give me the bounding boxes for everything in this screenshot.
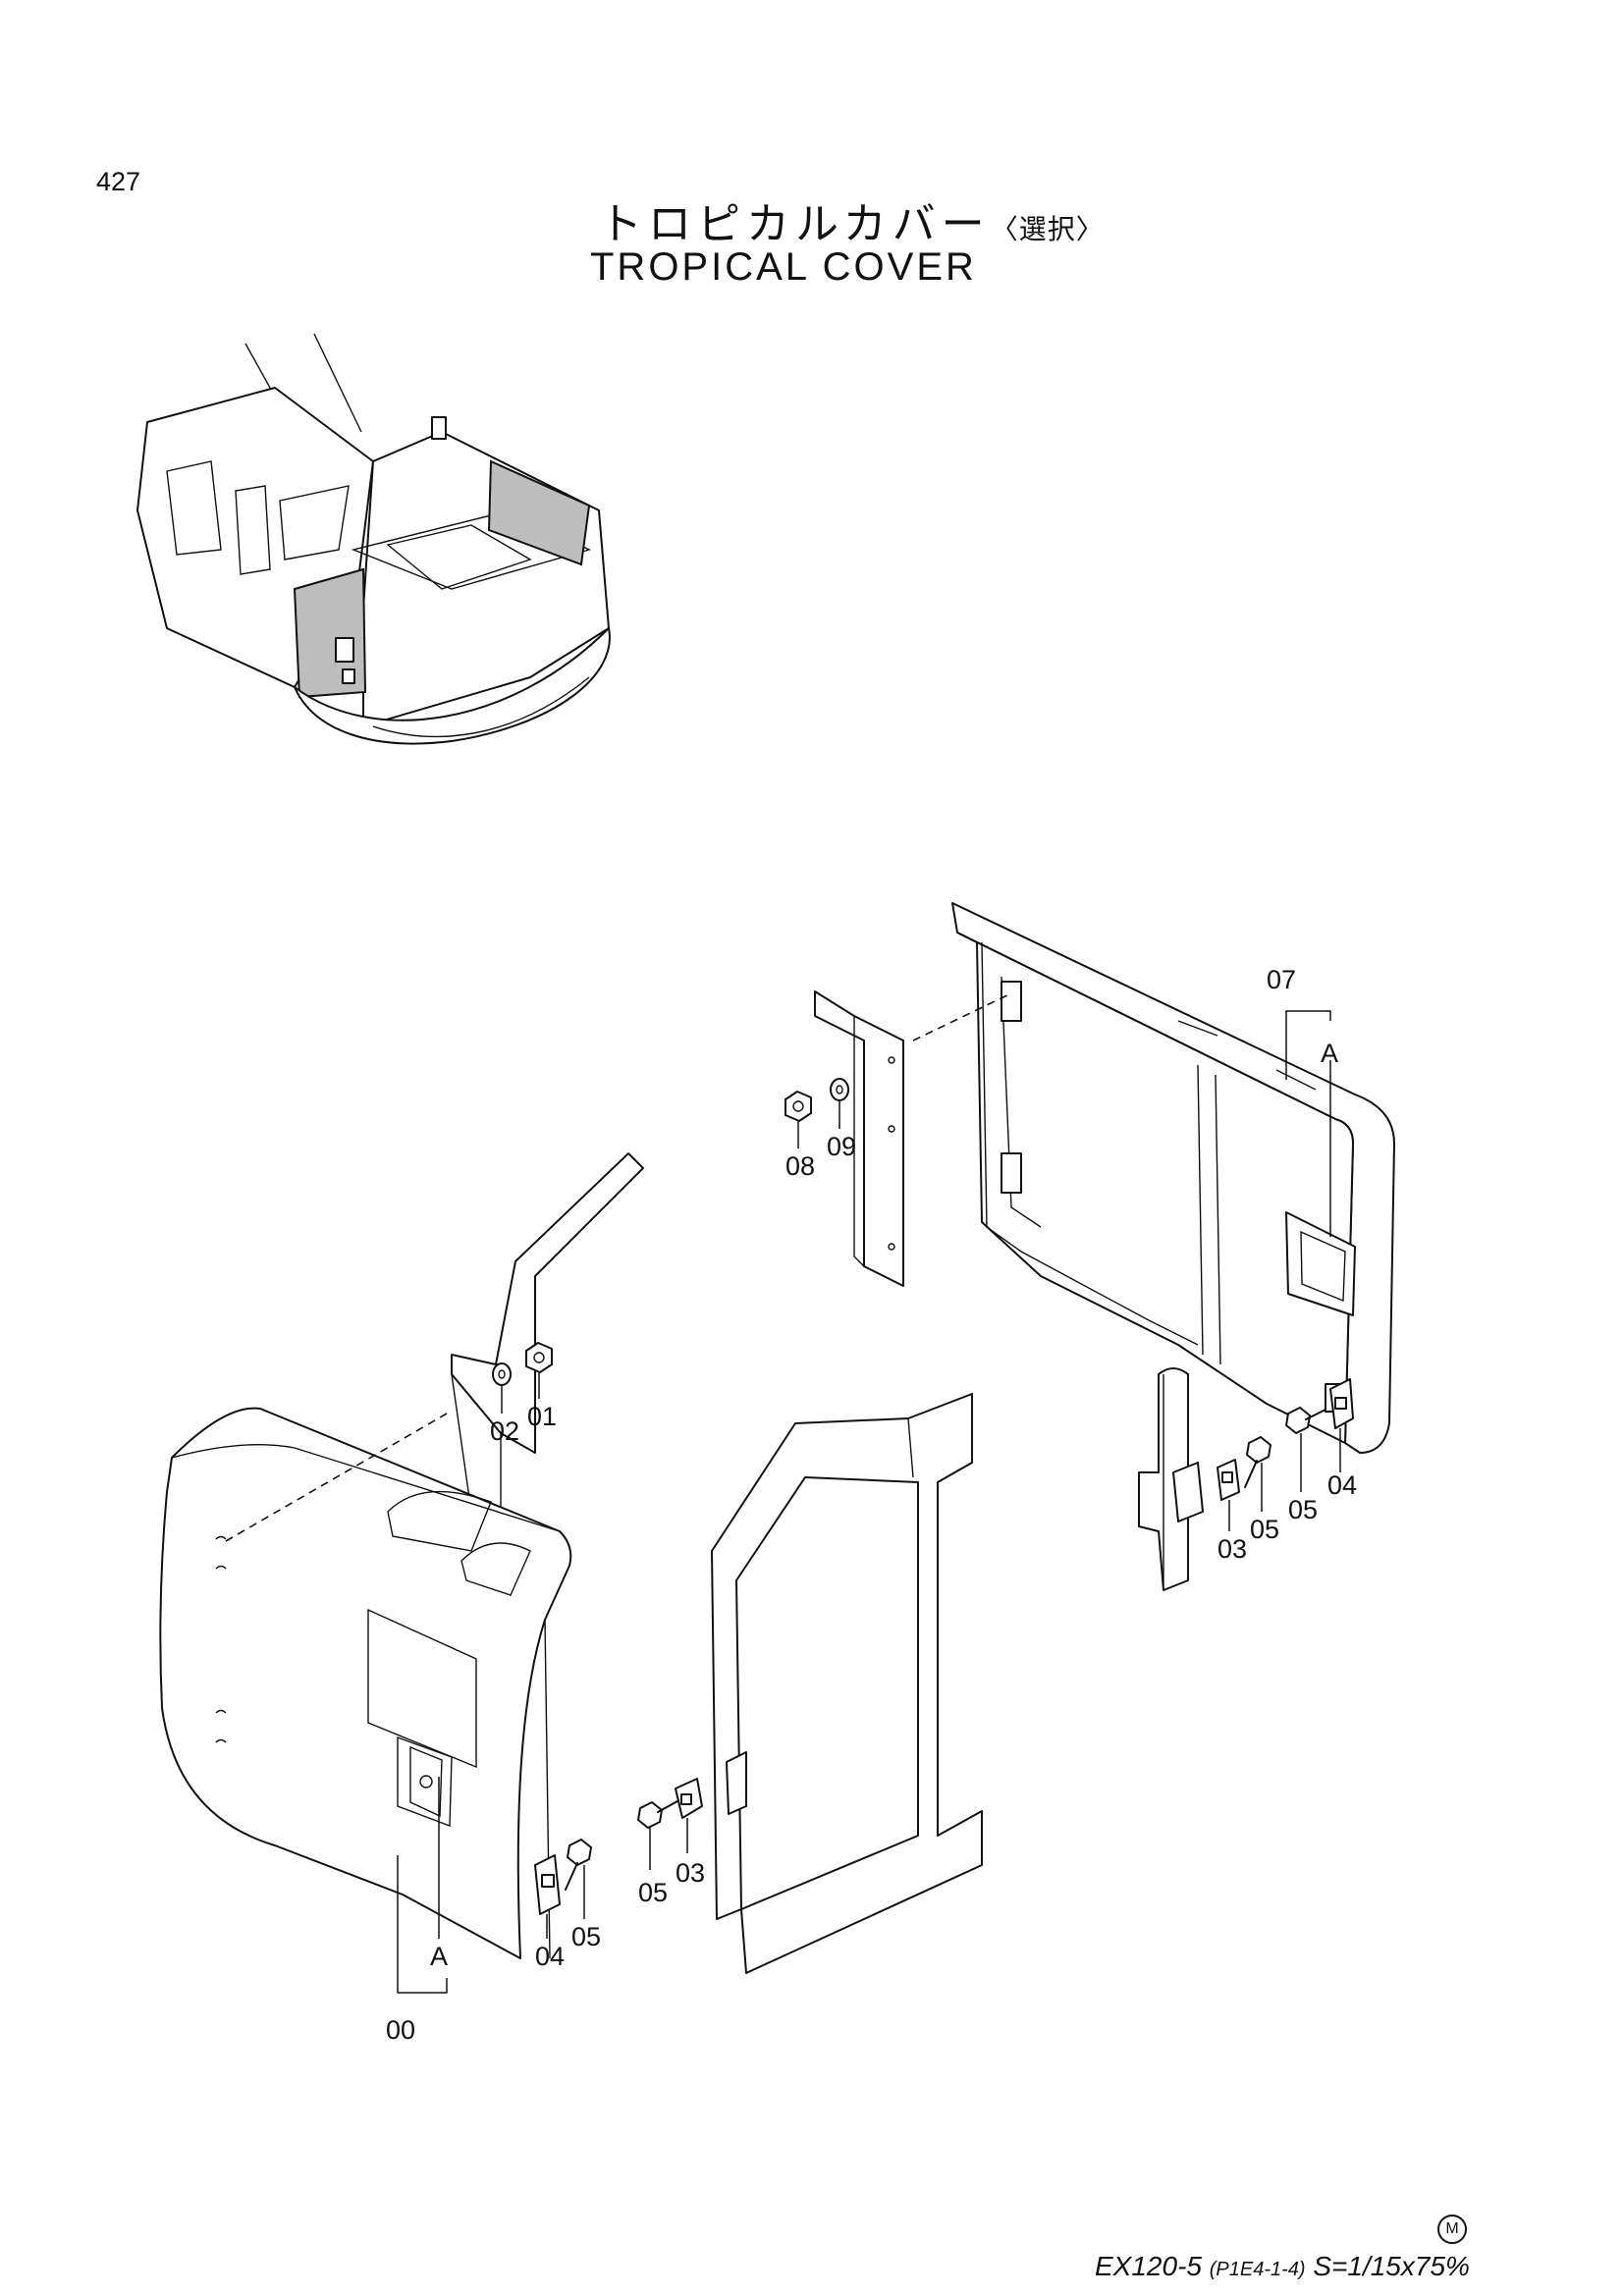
bolt-05-left <box>637 1800 678 1870</box>
hinge-03-right <box>1217 1459 1240 1531</box>
title-english: TROPICAL COVER <box>590 245 977 289</box>
page-number: 427 <box>96 167 141 196</box>
dash-01-02 <box>225 1413 448 1542</box>
title-jp-note: 〈選択〉 <box>990 214 1105 244</box>
footer-model: EX120-5 <box>1095 2251 1202 2281</box>
tropical-cover-left <box>159 1407 572 1959</box>
callout-00: 00 <box>386 2015 416 2045</box>
washer-09 <box>830 1078 849 1129</box>
bracket-post-right <box>1138 1367 1204 1591</box>
washer-02 <box>492 1362 512 1414</box>
callout-08: 08 <box>785 1151 816 1181</box>
leader-00 <box>397 1777 448 1994</box>
bolt-05-right-a <box>1244 1436 1271 1512</box>
callout-01: 01 <box>527 1402 558 1431</box>
hinge-03-left <box>675 1778 703 1853</box>
bolt-05-left-b <box>565 1839 592 1919</box>
bolt-05-right-b <box>1285 1407 1326 1492</box>
callout-a-left: A <box>430 1942 449 1971</box>
callout-04-right: 04 <box>1327 1470 1358 1500</box>
footer-model-scale: EX120-5 (P1E4-1-4) S=1/15x75% <box>1095 2251 1470 2282</box>
footer-code: (P1E4-1-4) <box>1209 2259 1306 2280</box>
callout-a-right: A <box>1321 1039 1339 1068</box>
callout-05-left-a: 05 <box>638 1878 669 1907</box>
callout-09: 09 <box>827 1132 857 1161</box>
bracket-left <box>451 1152 644 1528</box>
excavator-overview <box>136 333 611 745</box>
title-japanese: トロピカルカバー〈選択〉 <box>599 188 1105 251</box>
latch-04-right <box>1329 1378 1354 1472</box>
callout-07: 07 <box>1267 965 1297 994</box>
callout-04-left: 04 <box>535 1942 566 1971</box>
nut-01 <box>525 1342 553 1399</box>
circled-m-mark: M <box>1437 2215 1467 2244</box>
middle-frame-panel <box>711 1393 983 1974</box>
dash-08-09 <box>912 992 1012 1041</box>
callout-05-right-b: 05 <box>1288 1495 1319 1524</box>
callout-03-left: 03 <box>676 1858 706 1888</box>
callout-02: 02 <box>490 1416 520 1446</box>
callout-05-left-b: 05 <box>571 1922 602 1951</box>
footer-scale: S=1/15x75% <box>1313 2251 1470 2281</box>
leader-07 <box>1285 1010 1331 1237</box>
latch-04-left <box>534 1854 561 1939</box>
nut-08 <box>784 1091 812 1148</box>
callout-03-right: 03 <box>1217 1534 1248 1564</box>
title-jp-text: トロピカルカバー <box>599 200 991 248</box>
bracket-vertical-upper <box>814 990 904 1287</box>
callout-05-right-a: 05 <box>1250 1515 1280 1544</box>
